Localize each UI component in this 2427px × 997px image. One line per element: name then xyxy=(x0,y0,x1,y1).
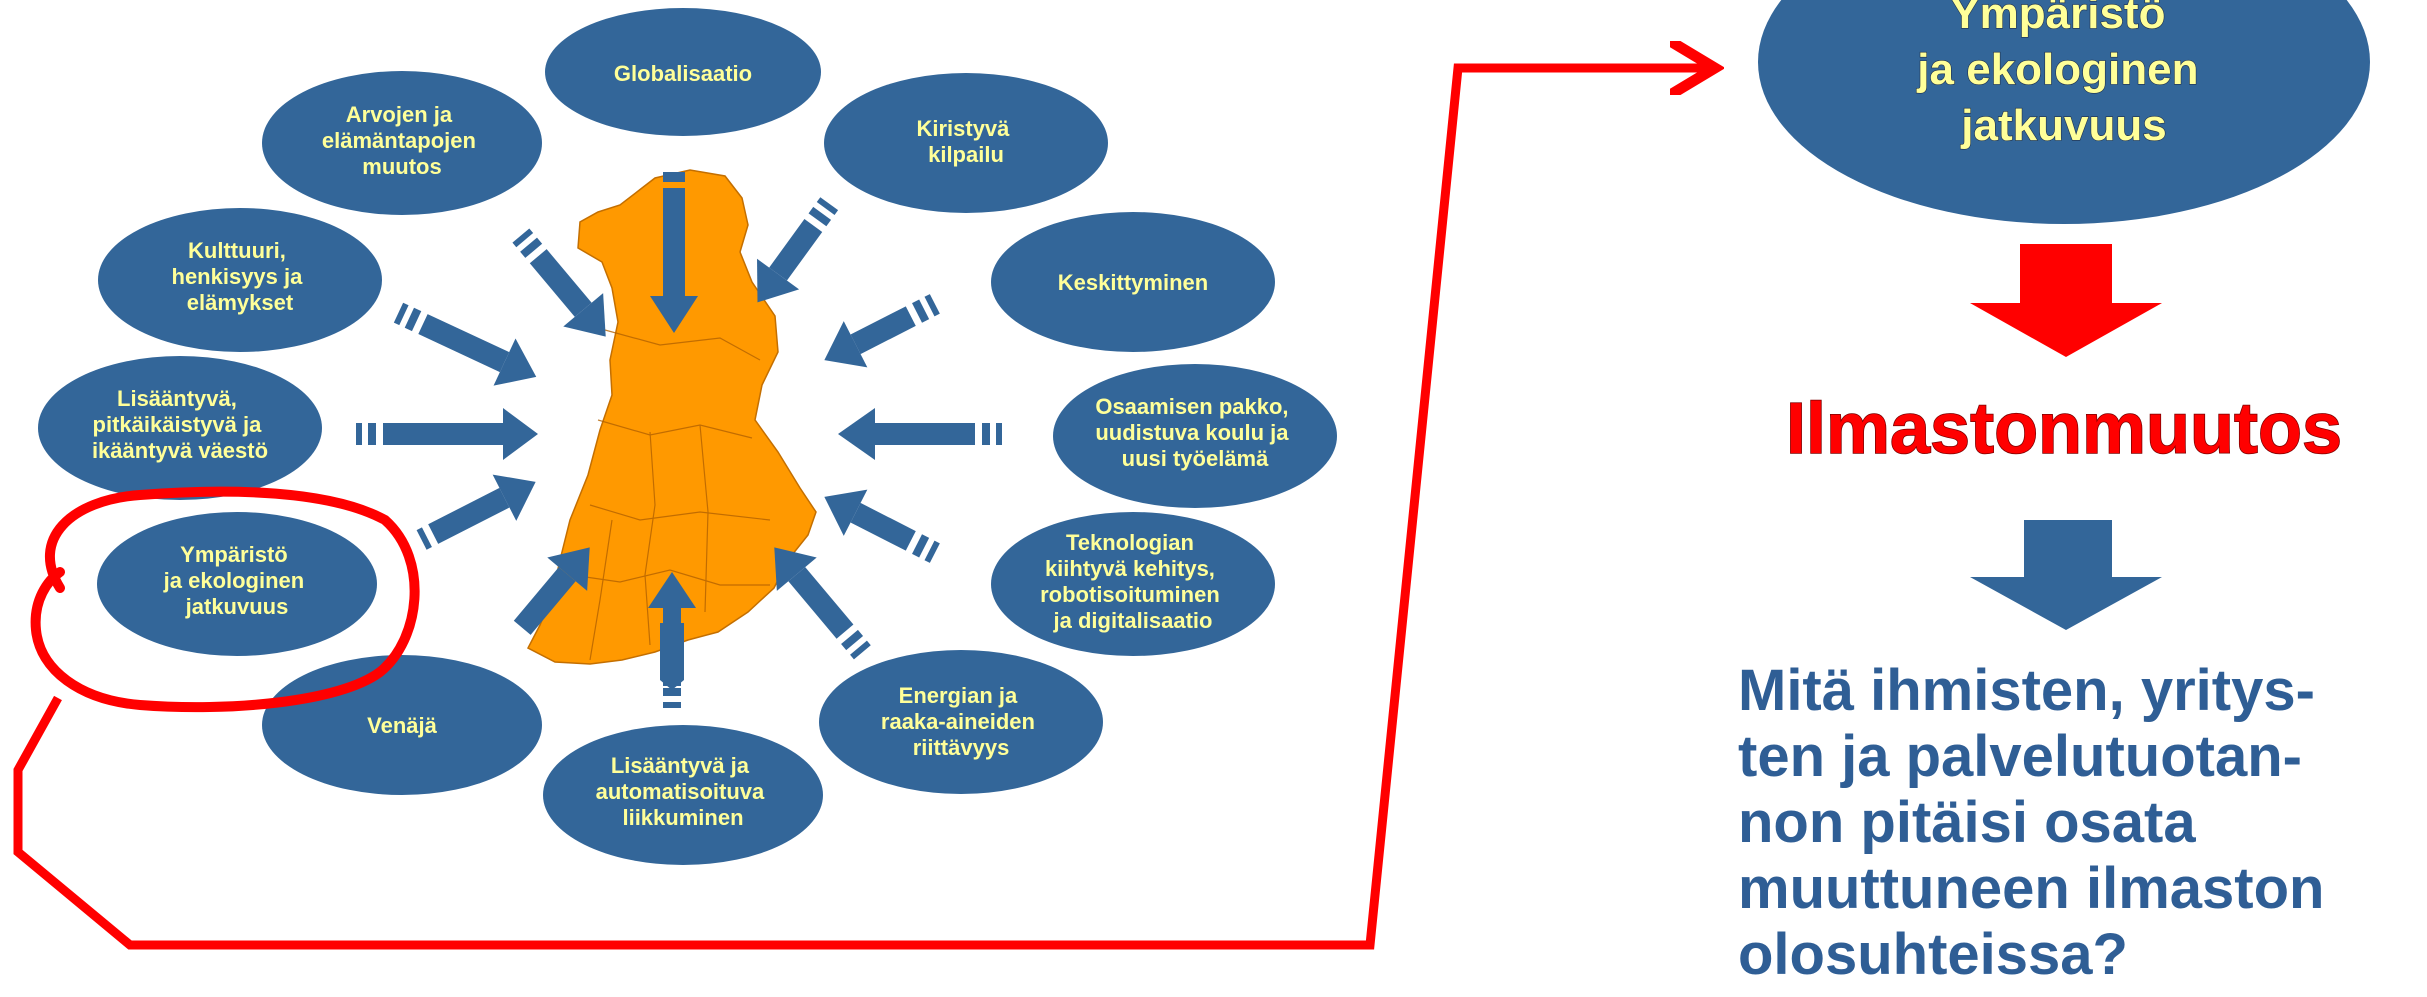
headline-ilmastonmuutos: Ilmastonmuutos xyxy=(1786,389,2342,469)
oval-keskittyminen-label: Keskittyminen xyxy=(1058,270,1208,295)
finland-map xyxy=(526,169,817,665)
oval-osaamisen-label: Osaamisen pakko, uudistuva koulu ja uusi… xyxy=(1095,394,1294,471)
arrow-liikkuminen xyxy=(648,572,696,708)
oval-liikkuminen-label: Lisääntyvä ja automatisoituva liikkumine… xyxy=(596,753,771,830)
arrow-ymparisto xyxy=(416,474,536,550)
oval-lisaantyva-vaesto: Lisääntyvä, pitkäikäistyvä ja ikääntyvä … xyxy=(38,356,322,500)
focus-oval-label: Ympäristö ja ekologinen jatkuvuus xyxy=(1916,0,2210,150)
arrow-kiristyva xyxy=(757,197,839,303)
oval-keskittyminen: Keskittyminen xyxy=(991,212,1275,352)
arrow-lisaantyva-vaesto xyxy=(356,408,538,460)
oval-energian-label: Energian ja raaka-aineiden riittävyys xyxy=(881,683,1041,760)
oval-teknologian-label: Teknologian kiihtyvä kehitys, robotisoit… xyxy=(1040,530,1226,633)
red-down-arrow xyxy=(1970,244,2162,357)
arrow-keskittyminen xyxy=(824,294,940,368)
oval-teknologian: Teknologian kiihtyvä kehitys, robotisoit… xyxy=(991,512,1275,656)
oval-osaamisen: Osaamisen pakko, uudistuva koulu ja uusi… xyxy=(1053,364,1337,508)
oval-lisaantyva-vaesto-label: Lisääntyvä, pitkäikäistyvä ja ikääntyvä … xyxy=(92,386,268,463)
arrow-globalisaatio xyxy=(650,172,698,333)
arrow-arvojen xyxy=(512,228,606,337)
oval-venaja-label: Venäjä xyxy=(367,713,437,738)
blue-down-arrow xyxy=(1970,520,2162,630)
oval-arvojen: Arvojen ja elämäntapojen muutos xyxy=(262,71,542,215)
arrow-osaamisen xyxy=(838,408,1002,460)
oval-ymparisto: Ympäristö ja ekologinen jatkuvuus xyxy=(97,512,377,656)
question-text: Mitä ihmisten, yritys- ten ja palvelutuo… xyxy=(1738,658,2341,987)
oval-kiristyva-label: Kiristyvä kilpailu xyxy=(916,116,1015,167)
oval-kulttuuri-label: Kulttuuri, henkisyys ja elämykset xyxy=(172,238,309,315)
oval-liikkuminen: Lisääntyvä ja automatisoituva liikkumine… xyxy=(543,725,823,865)
arrow-kulttuuri xyxy=(393,302,537,386)
region-borders xyxy=(571,329,771,661)
oval-kulttuuri: Kulttuuri, henkisyys ja elämykset xyxy=(98,208,382,352)
arrow-energian xyxy=(774,547,871,660)
red-connector-arrow xyxy=(13,68,1706,950)
focus-oval: Ympäristö ja ekologinen jatkuvuus xyxy=(1758,0,2370,224)
oval-arvojen-label: Arvojen ja elämäntapojen muutos xyxy=(322,102,482,179)
arrow-venaja xyxy=(513,547,590,635)
oval-globalisaatio-label: Globalisaatio xyxy=(614,61,752,86)
oval-globalisaatio: Globalisaatio xyxy=(545,8,821,136)
arrow-teknologian xyxy=(824,489,940,563)
oval-energian: Energian ja raaka-aineiden riittävyys xyxy=(819,650,1103,794)
oval-kiristyva: Kiristyvä kilpailu xyxy=(824,73,1108,213)
oval-ymparisto-label: Ympäristö ja ekologinen jatkuvuus xyxy=(163,542,311,619)
oval-venaja: Venäjä xyxy=(262,655,542,795)
red-annotation-circle xyxy=(30,486,420,713)
